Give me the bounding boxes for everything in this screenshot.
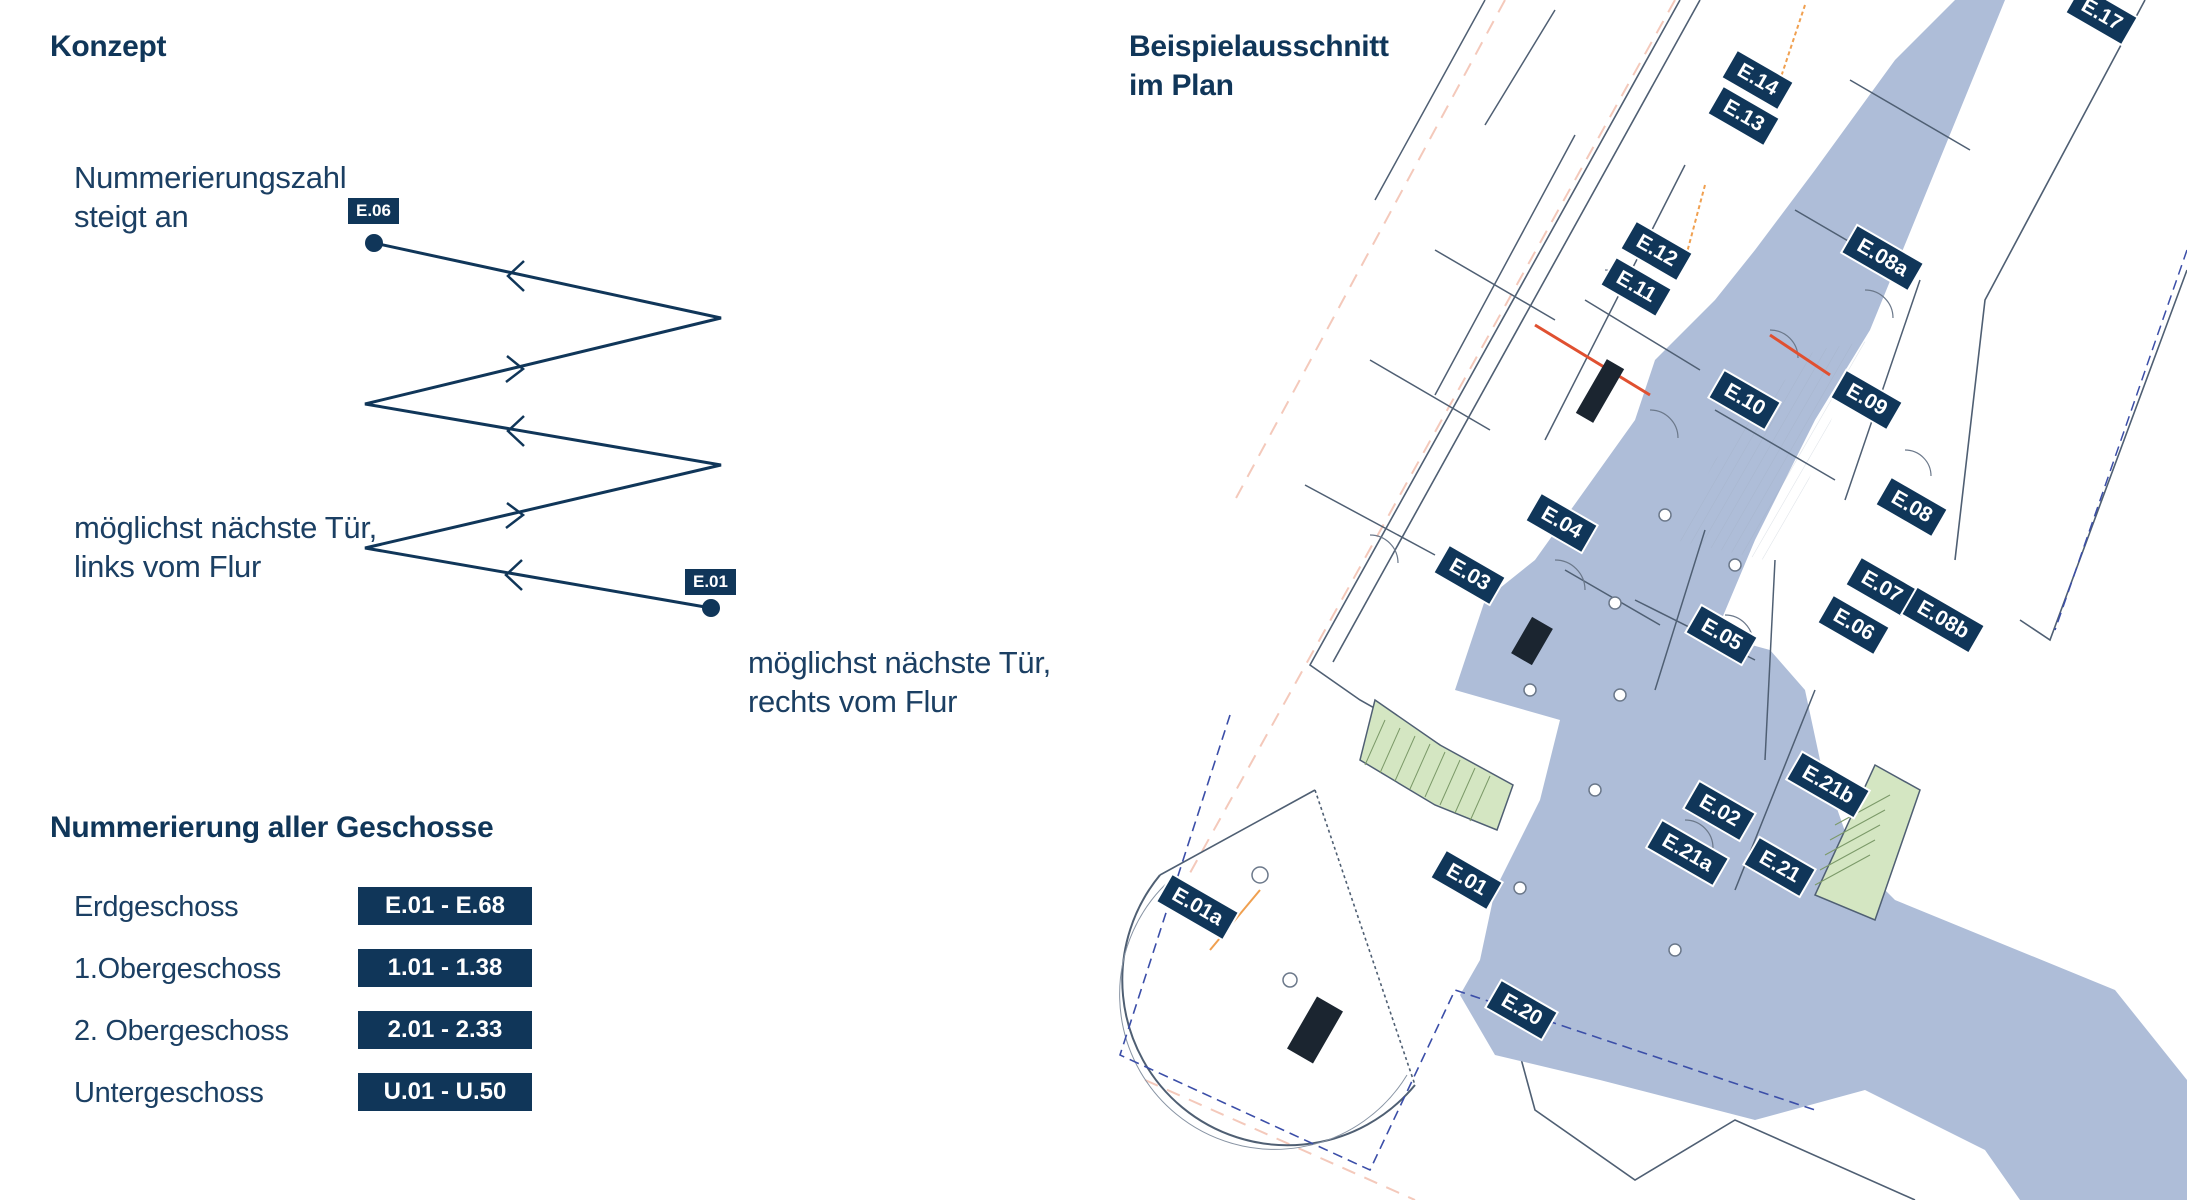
dashed-boundary bbox=[1119, 714, 1816, 1172]
floor-range-badge: E.01 - E.68 bbox=[358, 887, 532, 925]
floor-range-badge: U.01 - U.50 bbox=[358, 1073, 532, 1111]
floor-row-erdgeschoss: Erdgeschoss E.01 - E.68 bbox=[74, 887, 554, 927]
arrow-4 bbox=[505, 502, 526, 529]
wall-right-inner bbox=[1954, 0, 2146, 561]
floor-range-badge: 1.01 - 1.38 bbox=[358, 949, 532, 987]
arrow-5 bbox=[504, 559, 523, 591]
inner-wall-left bbox=[1332, 0, 1701, 663]
floor-row-og2: 2. Obergeschoss 2.01 - 2.33 bbox=[74, 1011, 554, 1051]
outer-wall-right bbox=[2019, 269, 2187, 642]
floor-range-badge: 2.01 - 2.33 bbox=[358, 1011, 532, 1049]
floor-name: Erdgeschoss bbox=[74, 891, 239, 923]
plan-title-line1: Beispielausschnitt bbox=[1129, 30, 1389, 63]
start-dot bbox=[365, 234, 383, 252]
round-room bbox=[1121, 874, 1416, 1147]
plan-title-line2: im Plan bbox=[1129, 69, 1234, 102]
floor-row-ug: Untergeschoss U.01 - U.50 bbox=[74, 1073, 554, 1113]
floor-row-og1: 1.Obergeschoss 1.01 - 1.38 bbox=[74, 949, 554, 989]
label-increasing-line2: steigt an bbox=[74, 199, 189, 234]
floor-name: 2. Obergeschoss bbox=[74, 1015, 289, 1047]
label-right-door-line2: rechts vom Flur bbox=[748, 684, 958, 719]
floor-plan bbox=[1119, 0, 2187, 1200]
arrow-3 bbox=[506, 415, 525, 447]
arrow-1 bbox=[506, 260, 525, 292]
zigzag-path bbox=[364, 241, 722, 610]
arrow-2 bbox=[505, 355, 526, 383]
concept-title: Konzept bbox=[50, 30, 167, 63]
start-room-tag: E.06 bbox=[348, 198, 399, 224]
label-left-door-line1: möglichst nächste Tür, bbox=[74, 510, 377, 545]
label-right-door-line1: möglichst nächste Tür, bbox=[748, 645, 1051, 680]
end-room-tag: E.01 bbox=[685, 569, 736, 595]
floor-name: 1.Obergeschoss bbox=[74, 953, 281, 985]
south-wall bbox=[1519, 1054, 1916, 1200]
stair-left bbox=[1359, 698, 1514, 831]
label-left-door-line2: links vom Flur bbox=[74, 549, 261, 584]
floors-title: Nummerierung aller Geschosse bbox=[50, 811, 494, 844]
zigzag-diagram bbox=[364, 234, 722, 617]
corridor bbox=[1455, 0, 2187, 1200]
stair-right bbox=[1813, 763, 1921, 921]
end-dot bbox=[702, 599, 720, 617]
floor-name: Untergeschoss bbox=[74, 1077, 264, 1109]
label-increasing-line1: Nummerierungszahl bbox=[74, 160, 347, 195]
